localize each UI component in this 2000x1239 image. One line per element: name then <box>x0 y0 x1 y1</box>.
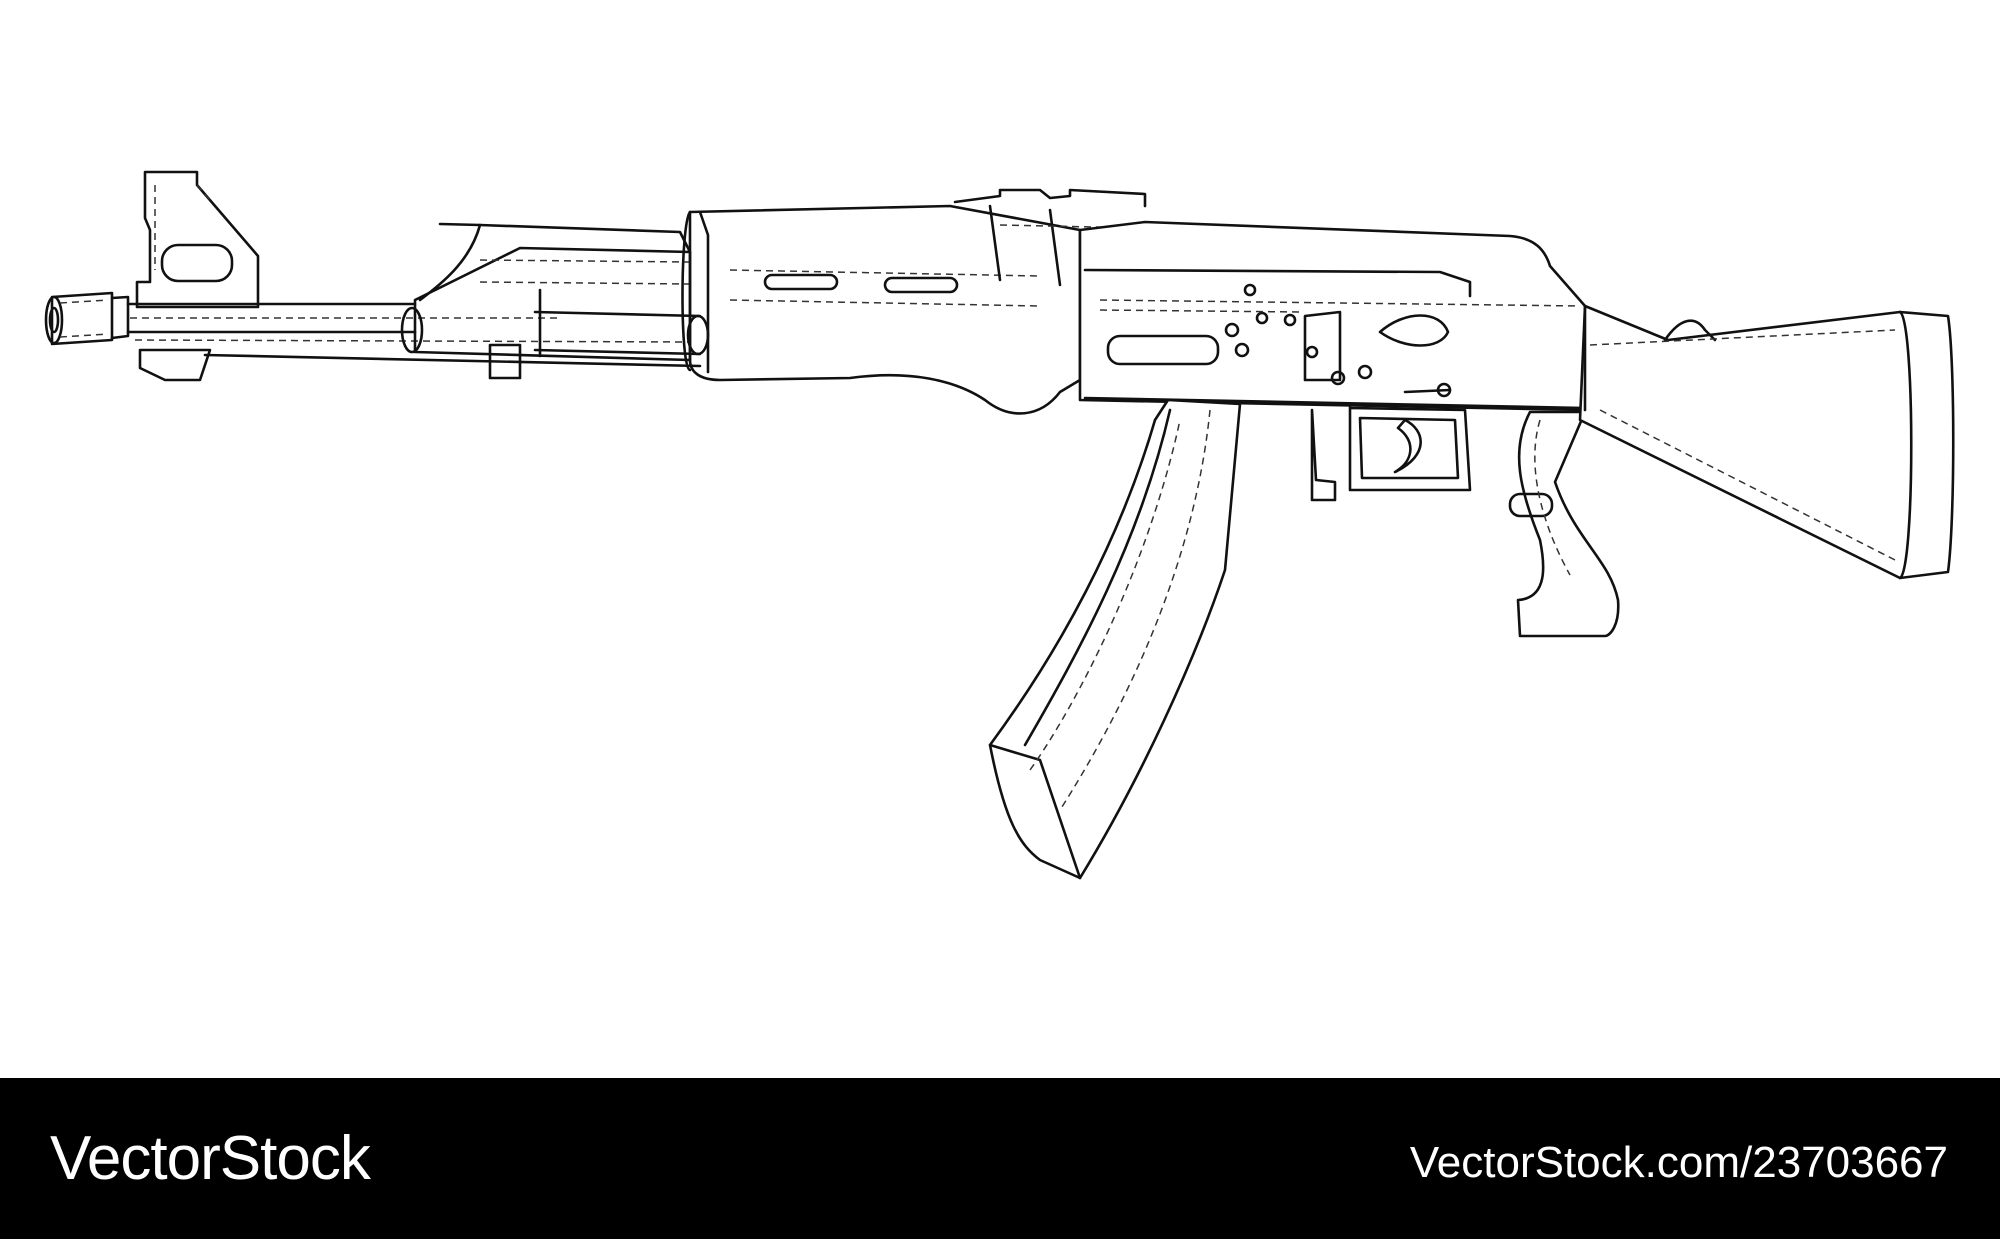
rear-sight <box>953 188 1147 287</box>
brand-logo-text: VectorStock <box>50 1124 371 1193</box>
lower-handguard <box>681 204 1082 415</box>
cleaning-rod <box>138 343 702 382</box>
rifle-wireframe-illustration <box>44 170 1955 880</box>
pistol-grip <box>1508 410 1620 638</box>
watermark-footer-bar: VectorStock VectorStock.com/23703667 <box>0 1078 2000 1239</box>
receiver <box>1078 220 1587 412</box>
magazine <box>988 398 1242 880</box>
buttstock <box>1578 304 1955 580</box>
gas-tube <box>400 222 710 362</box>
muzzle-device <box>44 291 130 346</box>
trigger-guard <box>1310 403 1472 502</box>
image-id-url: VectorStock.com/23703667 <box>1409 1138 1948 1187</box>
barrel <box>126 302 691 343</box>
front-sight <box>135 170 260 309</box>
